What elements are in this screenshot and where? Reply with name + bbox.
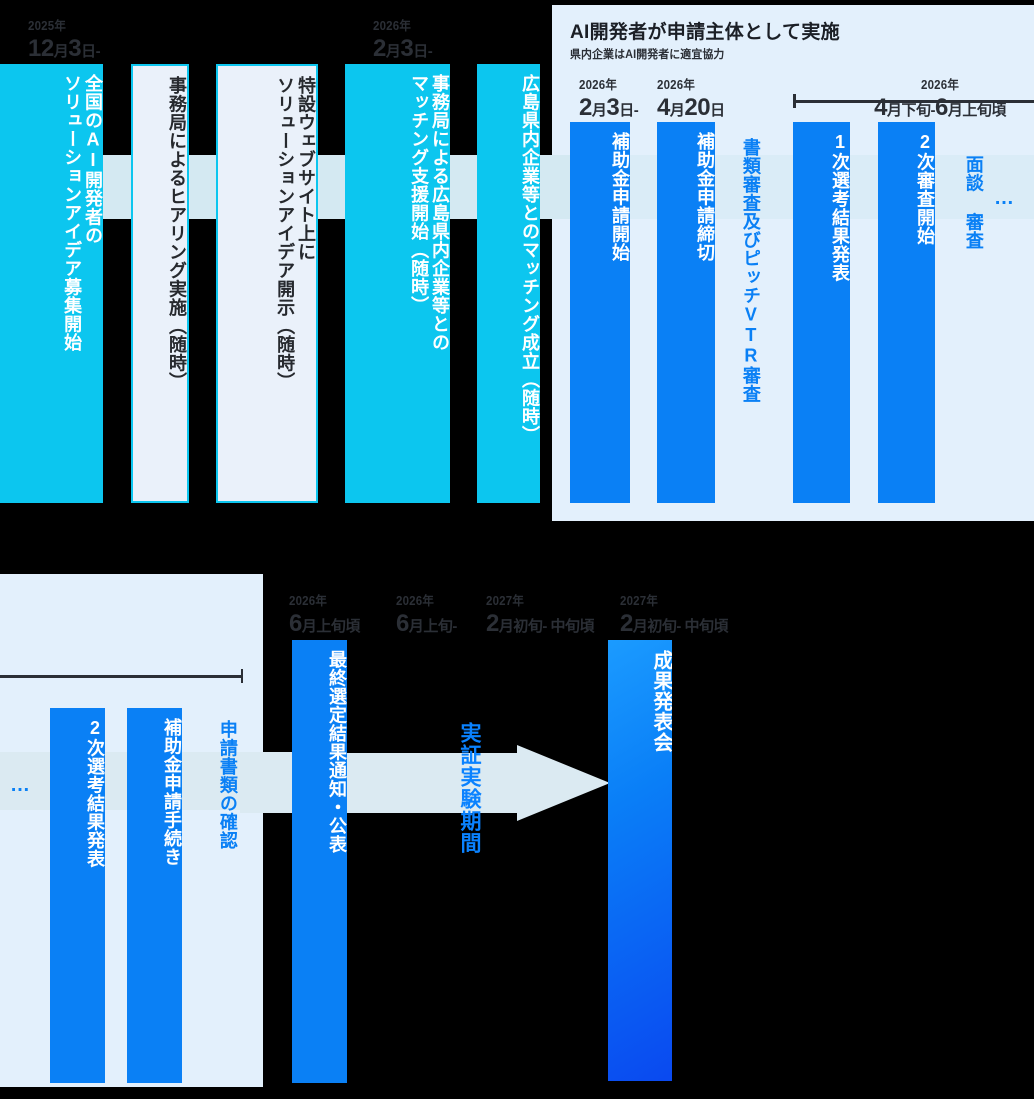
milestone-label: 広島県内企業等とのマッチング成立（随時） — [520, 74, 540, 444]
date-value: 2月3日- — [579, 93, 639, 121]
experiment-period-label: 実証実験期間 — [458, 722, 482, 854]
milestone-bar-s1-0[interactable]: 全国のAI開発者の ソリューションアイデア募集開始 — [0, 64, 103, 503]
continuation-ellipsis-s2: … — [994, 187, 1016, 209]
date-label-s3-1: 2026年 6月上旬- — [396, 595, 457, 636]
date-label-s3-0: 2026年 6月上旬頃 — [289, 595, 360, 636]
milestone-bar-s3-2[interactable]: 最終選定結果通知・公表 — [292, 640, 347, 1083]
date-year: 2026年 — [396, 594, 435, 608]
milestone-label: 補助金申請開始 — [610, 132, 630, 262]
bracket-cap-right — [240, 669, 243, 683]
date-label-s3-3: 2027年 2月初旬- 中旬頃 — [620, 594, 729, 637]
milestone-label: 補助金申請締切 — [695, 132, 715, 262]
date-year: 2026年 — [289, 594, 328, 608]
milestone-bar-s3-1[interactable]: 補助金申請手続き — [127, 708, 182, 1083]
date-label-s1-0: 2025年 12月3日- — [28, 19, 101, 62]
date-year: 2026年 — [920, 78, 960, 92]
date-year: 2026年 — [657, 78, 696, 92]
bracket-line — [0, 675, 243, 678]
milestone-bar-s1-3[interactable]: 事務局による広島県内企業等との マッチング支援開始（随時） — [345, 64, 450, 503]
process-label-s2-1: 面談 審査 — [963, 155, 984, 250]
milestone-label: 成果発表会 — [650, 650, 672, 753]
date-year: 2026年 — [579, 78, 618, 92]
date-year: 2025年 — [28, 19, 67, 33]
milestone-label: 事務局によるヒアリング実施（随時） — [167, 76, 187, 391]
date-year: 2026年 — [373, 19, 412, 33]
milestone-bar-s2-0[interactable]: 補助金申請開始 — [570, 122, 630, 503]
connector-band-row1-c — [318, 155, 345, 219]
milestone-label: 1次選考結果発表 — [830, 132, 850, 282]
date-label-s2-0: 2026年 2月3日- — [579, 78, 639, 121]
date-value: 12月3日- — [28, 34, 101, 62]
connector-band-row1-d — [450, 155, 477, 219]
milestone-bar-s3-0[interactable]: 2次選考結果発表 — [50, 708, 105, 1083]
continuation-ellipsis-s3: … — [10, 774, 32, 796]
milestone-bar-s1-1[interactable]: 事務局によるヒアリング実施（随時） — [131, 64, 189, 503]
date-range-bracket-s2 — [793, 94, 1034, 108]
section2-subtitle: 県内企業はAI開発者に適宜協力 — [570, 49, 725, 61]
date-value: 2月初旬- 中旬頃 — [620, 609, 729, 637]
milestone-label: 2次選考結果発表 — [85, 718, 105, 868]
milestone-label: 全国のAI開発者の ソリューションアイデア募集開始 — [62, 74, 103, 352]
process-label-s2-0: 書類審査及びピッチVTR審査 — [740, 138, 761, 403]
bracket-line — [793, 100, 1034, 103]
milestone-label: 特設ウェブサイト上に ソリューションアイデア開示（随時） — [275, 76, 316, 391]
milestone-bar-s1-2[interactable]: 特設ウェブサイト上に ソリューションアイデア開示（随時） — [216, 64, 318, 503]
milestone-bar-s2-3[interactable]: 2次審査開始 — [878, 122, 935, 503]
connector-band-row1-b — [189, 155, 216, 219]
milestone-label: 事務局による広島県内企業等との マッチング支援開始（随時） — [409, 74, 450, 352]
date-label-s1-1: 2026年 2月3日- — [373, 19, 433, 62]
date-label-s2-1: 2026年 4月20日 — [657, 79, 725, 120]
date-value: 2月初旬- 中旬頃 — [486, 609, 595, 637]
milestone-label: 最終選定結果通知・公表 — [327, 650, 347, 854]
milestone-bar-s2-2[interactable]: 1次選考結果発表 — [793, 122, 850, 503]
date-value: 6月上旬- — [396, 609, 457, 637]
date-value: 6月上旬頃 — [289, 609, 360, 637]
date-year: 2027年 — [620, 594, 659, 608]
date-label-s3-2: 2027年 2月初旬- 中旬頃 — [486, 594, 595, 637]
date-value: 2月3日- — [373, 34, 433, 62]
date-range-bracket-s3 — [0, 669, 243, 683]
milestone-label: 補助金申請手続き — [162, 718, 182, 866]
milestone-bar-s2-1[interactable]: 補助金申請締切 — [657, 122, 715, 503]
connector-band-row1-a — [103, 155, 131, 219]
milestone-bar-s1-4[interactable]: 広島県内企業等とのマッチング成立（随時） — [477, 64, 540, 503]
date-year: 2027年 — [486, 594, 525, 608]
milestone-label: 2次審査開始 — [915, 132, 935, 245]
milestone-bar-s3-3[interactable]: 成果発表会 — [608, 640, 672, 1081]
section2-title: AI開発者が申請主体として実施 — [570, 22, 840, 43]
process-label-s3-0: 申請書類の確認 — [217, 720, 238, 850]
date-value: 4月20日 — [657, 93, 725, 121]
